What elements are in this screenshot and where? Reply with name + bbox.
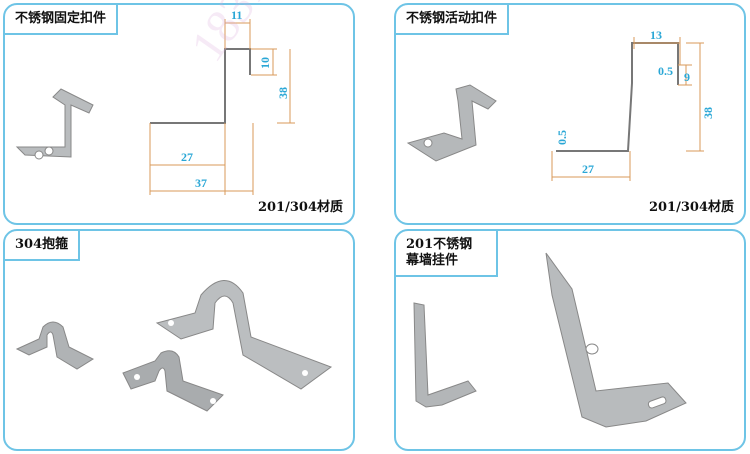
dim-right-big: 38	[276, 87, 290, 99]
panel-title-line1: 201不锈钢	[406, 237, 473, 252]
material-label: 201/304材质	[648, 200, 734, 215]
material-label: 201/304材质	[257, 200, 343, 215]
fixed-clip-panel: 不锈钢固定扣件 11 10 38 27 37 201/304材质	[3, 3, 355, 225]
hanger-photo-large	[545, 252, 687, 428]
movable-clip-illustration: 13 0.5 9 38 0.5 27	[406, 28, 715, 181]
panel-title: 不锈钢固定扣件	[5, 5, 119, 35]
dim-top: 11	[231, 8, 242, 22]
dim-bottom-total: 37	[195, 176, 207, 190]
dim-top: 13	[650, 28, 662, 42]
hoop-photo-large	[155, 280, 333, 390]
hanger-photo-small	[413, 302, 477, 408]
panel-title: 304抱箍	[5, 231, 81, 261]
curtain-wall-panel: 201不锈钢 幕墙挂件	[394, 229, 746, 451]
panel-title: 201不锈钢 幕墙挂件	[396, 231, 498, 277]
panel-title: 不锈钢活动扣件	[396, 5, 510, 35]
fixed-clip-illustration: 11 10 38 27 37	[15, 8, 295, 195]
hoop-panel: 304抱箍	[3, 229, 355, 451]
dim-bottom: 27	[582, 162, 594, 176]
dim-gap: 0.5	[658, 64, 673, 78]
movable-clip-photo	[406, 84, 497, 162]
hoop-photo-flat	[122, 350, 224, 412]
movable-clip-profile	[556, 42, 679, 152]
panel-title-line2: 幕墙挂件	[406, 253, 459, 268]
dim-bottom-inner: 27	[181, 150, 193, 164]
hoop-photo-small	[15, 321, 95, 370]
fixed-clip-photo	[15, 88, 94, 160]
dim-right-small: 9	[684, 70, 690, 84]
dim-left-small: 0.5	[555, 130, 569, 145]
movable-clip-panel: 不锈钢活动扣件 13 0.5 9 38 0.5 27 201/304材质	[394, 3, 746, 225]
dim-right-small: 10	[258, 57, 272, 69]
fixed-clip-profile	[150, 48, 251, 124]
curtain-wall-illustration	[413, 252, 687, 428]
hoop-illustration	[15, 280, 333, 412]
dim-right-big: 38	[701, 107, 715, 119]
